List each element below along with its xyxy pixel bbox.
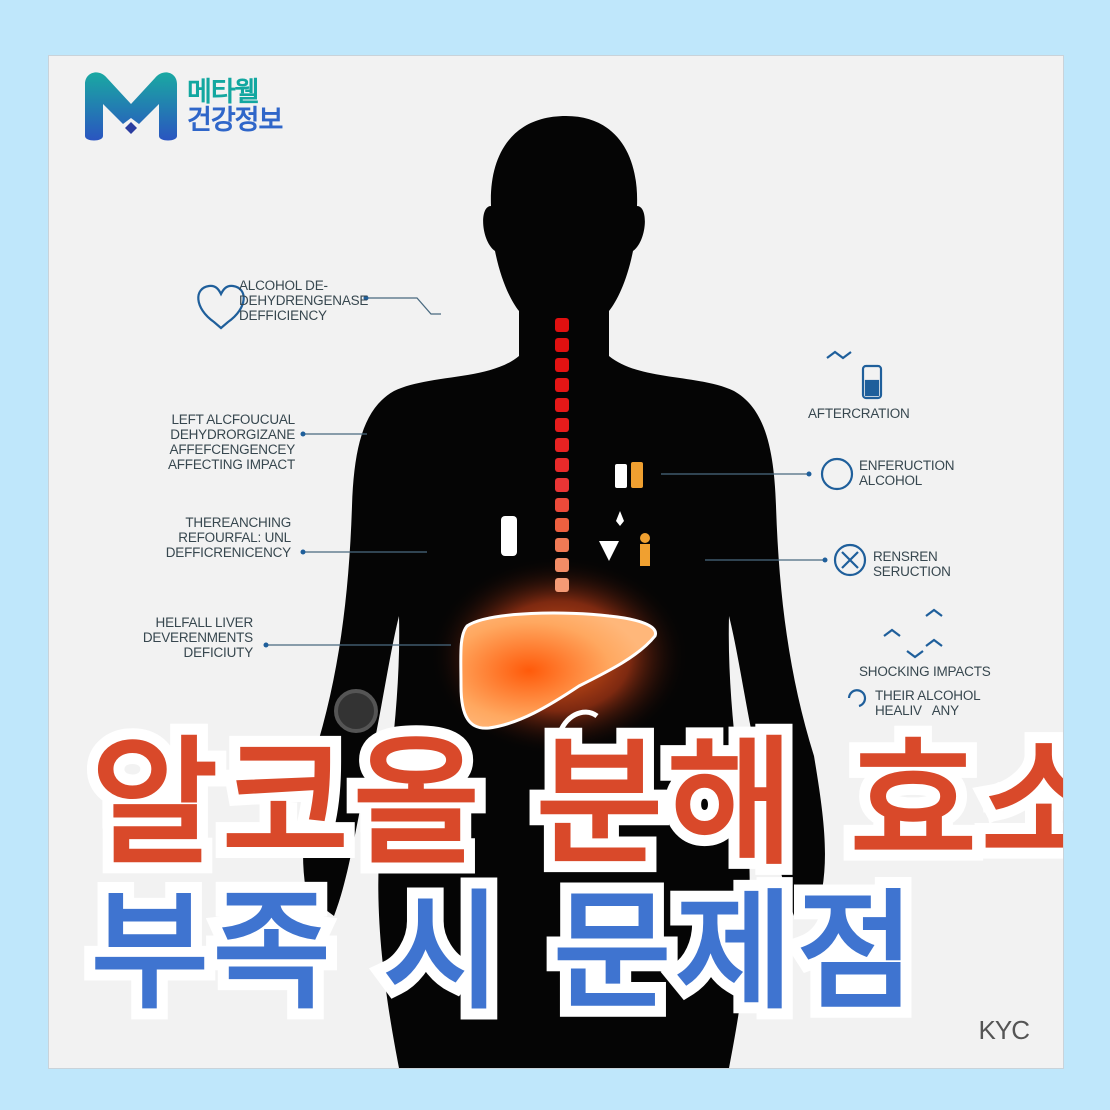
label-left-3: THEREANCHING REFOURFAL: UNL DEFFICRENICE… xyxy=(165,515,291,560)
small-icons xyxy=(334,462,650,737)
signature: KYC xyxy=(978,1015,1030,1045)
brand-logo: 메타웰 건강정보 xyxy=(81,70,283,142)
meditation-icon xyxy=(334,689,378,733)
m-logo-icon xyxy=(85,72,177,141)
molecule-icon xyxy=(883,608,943,659)
label-their-alcohol: THEIR ALCOHOL HEALIV ANY xyxy=(875,688,981,718)
arrow-icon xyxy=(556,709,599,737)
swirl-icon xyxy=(847,689,867,708)
label-left-2: LEFT ALCFOUCUAL DEHYDRORGIZANE AFFEFCENG… xyxy=(167,412,295,472)
label-liver: HELFALL LIVER DEVERENMENTS DEFICIUTY xyxy=(142,615,253,660)
drink-glass-icon xyxy=(631,462,643,488)
drink-can-icon xyxy=(615,464,627,488)
title-line1: 알코올 분해 효소 xyxy=(80,720,1064,887)
connector-lines xyxy=(266,297,825,646)
person-icon xyxy=(640,533,650,543)
logo-line2: 건강정보 xyxy=(187,105,283,135)
label-alcohol-dehydrogenase: ALCOHOL DE- DEHYDRENGENASE DEFFICIENCY xyxy=(239,278,369,323)
infographic-card: 메타웰 건강정보 ALCOHOL DE- DEHYDRENGENASE DEFF… xyxy=(48,55,1064,1069)
spine xyxy=(555,318,569,592)
label-enferuction: ENFERUCTION ALCOHOL xyxy=(859,458,955,488)
heart-pulse-icon xyxy=(197,284,245,330)
wine-glass-icon xyxy=(599,541,619,561)
bottle-icon xyxy=(501,516,517,556)
label-aftercration: AFTERCRATION xyxy=(808,406,910,421)
title-line2: 부족 시 문제점 xyxy=(80,874,926,1031)
label-rensren: RENSREN SERUCTION xyxy=(873,549,951,579)
circle-x-icon xyxy=(833,543,867,577)
circle-lightbulb-icon xyxy=(820,457,854,491)
liver-icon xyxy=(459,611,657,730)
molecule-bottle-icon xyxy=(826,350,883,400)
logo-line1: 메타웰 xyxy=(187,77,260,107)
sparkle-icon xyxy=(616,511,624,526)
connector-dots xyxy=(263,295,828,648)
human-body-silhouette xyxy=(197,116,943,1068)
label-shocking-impacts: SHOCKING IMPACTS xyxy=(859,664,991,679)
